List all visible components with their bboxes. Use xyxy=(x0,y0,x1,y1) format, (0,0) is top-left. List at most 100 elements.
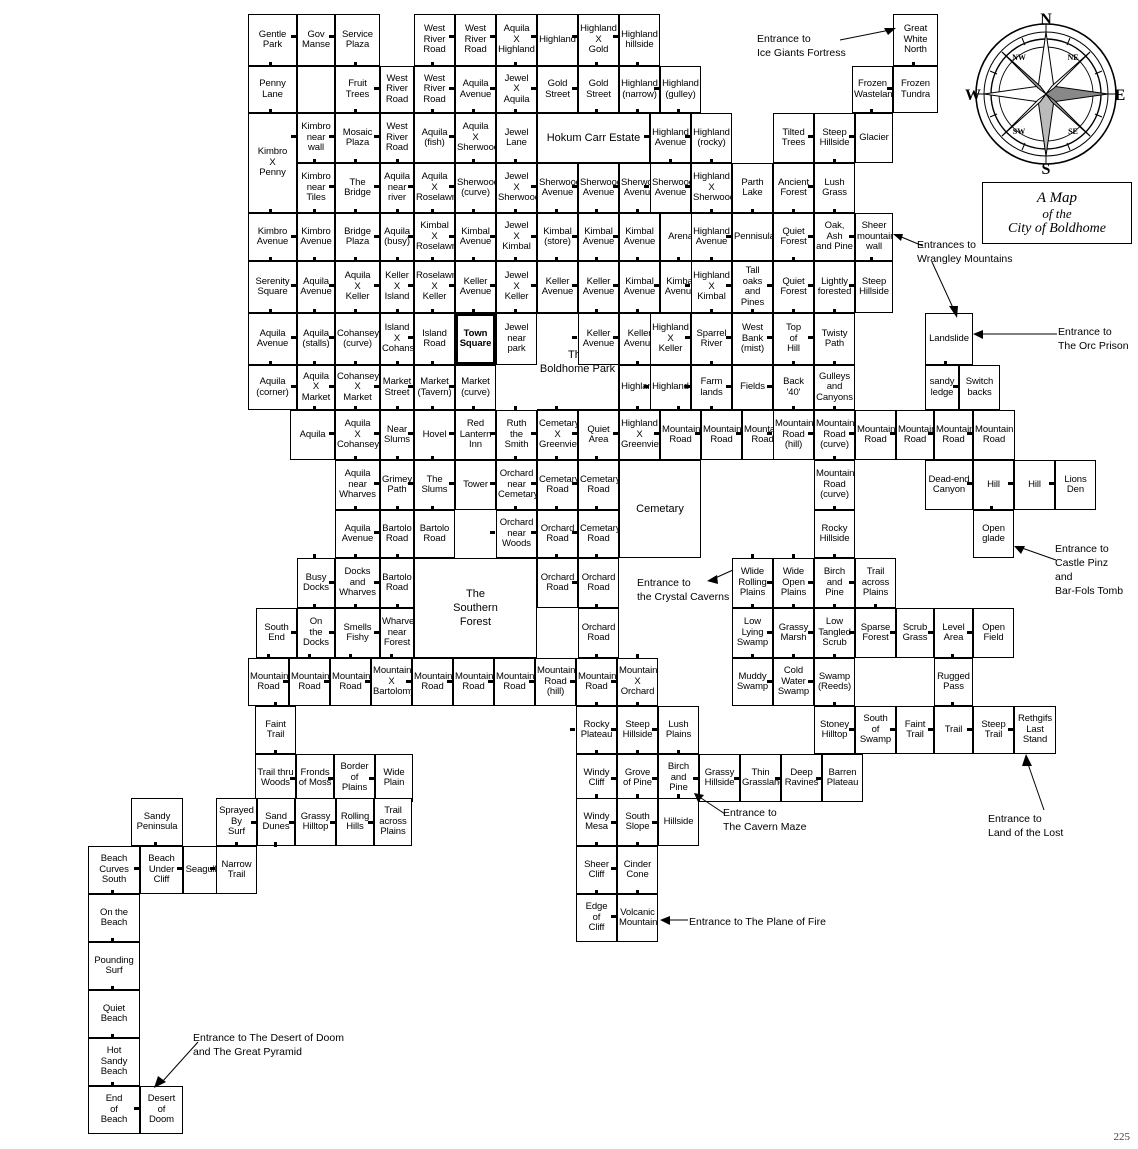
map-room[interactable]: Aquila(corner) xyxy=(248,365,297,410)
map-room[interactable]: Aquila(stalls) xyxy=(297,313,335,365)
map-room[interactable] xyxy=(297,66,335,113)
map-room[interactable]: Swamp(Reeds) xyxy=(814,658,855,706)
map-room[interactable]: Back'40' xyxy=(773,365,814,410)
map-room[interactable]: WharvesnearForest xyxy=(380,608,414,658)
map-room[interactable]: Market(Tavern) xyxy=(414,365,455,410)
map-room[interactable]: Highland xyxy=(650,365,691,410)
map-room[interactable]: Glacier xyxy=(855,113,893,163)
map-room[interactable]: Sherwood(curve) xyxy=(455,163,496,213)
map-room[interactable]: Hill xyxy=(973,460,1014,510)
map-room[interactable]: Pennisula xyxy=(732,213,773,261)
map-room[interactable]: Cohansey(curve) xyxy=(335,313,380,365)
map-room[interactable]: Highland(narrow) xyxy=(619,66,660,113)
map-room[interactable]: Fields xyxy=(732,365,773,410)
